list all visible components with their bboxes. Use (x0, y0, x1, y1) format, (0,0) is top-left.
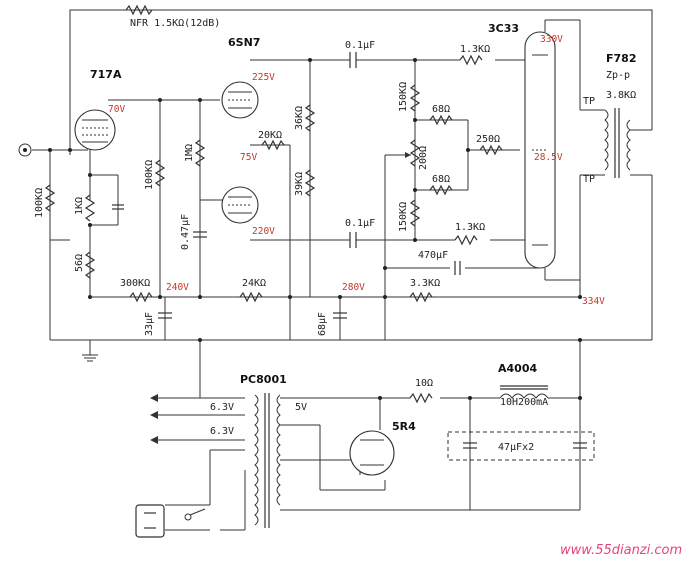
capacitor-symbols (112, 52, 595, 461)
output-transformer (580, 108, 631, 178)
label-c68: 68μF (317, 312, 328, 336)
label-opt-impedance: 3.8KΩ (606, 90, 636, 101)
label-r200: 200Ω (418, 146, 429, 170)
tube-6sn7-top (221, 81, 259, 119)
label-6sn7: 6SN7 (228, 36, 260, 49)
label-c047: 0.47μF (180, 214, 191, 250)
label-r56: 56Ω (74, 254, 85, 272)
power-transformer (254, 393, 281, 528)
label-zpp: Zp-p (606, 70, 630, 81)
resistor-symbols (44, 4, 503, 404)
choke (499, 385, 549, 399)
input-jack (18, 143, 32, 157)
label-r68-top: 68Ω (432, 104, 450, 115)
mains-plug-icon (135, 504, 206, 538)
label-pc8001: PC8001 (240, 373, 287, 386)
label-r24k: 24KΩ (242, 278, 266, 289)
label-r100k-load: 100KΩ (144, 160, 155, 190)
tube-3c33 (524, 31, 556, 269)
label-c-filter: 47μFx2 (498, 442, 534, 453)
label-a4004: A4004 (498, 362, 537, 375)
label-f782: F782 (606, 52, 636, 65)
label-c470: 470μF (418, 250, 448, 261)
voltage-220v: 220V (252, 226, 275, 237)
label-r-in: 100KΩ (34, 188, 45, 218)
label-r1k: 1KΩ (74, 197, 85, 215)
tube-5r4 (349, 430, 395, 476)
voltage-280v: 280V (342, 282, 365, 293)
nfb-resistor (125, 4, 153, 16)
r-in-resistor (44, 184, 56, 212)
label-c01-top: 0.1μF (345, 40, 375, 51)
label-r36k: 36KΩ (294, 106, 305, 130)
voltage-70v: 70V (108, 104, 125, 115)
label-3c33: 3C33 (488, 22, 519, 35)
wiring (32, 9, 653, 531)
label-r20k: 20KΩ (258, 130, 282, 141)
label-r300k: 300KΩ (120, 278, 150, 289)
label-heater1: 6.3V (210, 402, 234, 413)
voltage-28-5v: 28.5V (534, 152, 563, 163)
tube-6sn7-bottom (221, 186, 259, 224)
voltage-labels: 70V 225V 75V 220V 240V 280V 330V 28.5V 3… (108, 34, 605, 307)
heater-arrows (150, 394, 158, 444)
label-r68-bot: 68Ω (432, 174, 450, 185)
label-heater2: 6.3V (210, 426, 234, 437)
label-nfb: NFR 1.5KΩ(12dB) (130, 18, 220, 29)
component-labels: NFR 1.5KΩ(12dB) 717A 6SN7 3C33 F782 Zp-p… (34, 18, 636, 453)
label-r10: 10Ω (415, 378, 433, 389)
voltage-240v: 240V (166, 282, 189, 293)
voltage-75v: 75V (240, 152, 257, 163)
voltage-334v: 334V (582, 296, 605, 307)
label-rect-heater: 5V (295, 402, 307, 413)
label-r33k: 3.3KΩ (410, 278, 440, 289)
voltage-225v: 225V (252, 72, 275, 83)
label-tp2: TP (583, 174, 595, 185)
label-r250: 250Ω (476, 134, 500, 145)
label-tp1: TP (583, 96, 595, 107)
label-r150k-bot: 150KΩ (398, 202, 409, 232)
label-r13k-bot: 1.3KΩ (455, 222, 485, 233)
junction-dots (48, 58, 582, 400)
voltage-330v: 330V (540, 34, 563, 45)
label-c01-bot: 0.1μF (345, 218, 375, 229)
label-r1m: 1MΩ (184, 144, 195, 162)
label-c33: 33μF (144, 312, 155, 336)
watermark: www.55dianzi.com (560, 543, 682, 558)
tube-717a (74, 109, 116, 151)
label-r39k: 39KΩ (294, 172, 305, 196)
label-choke-spec: 10H200mA (500, 397, 548, 408)
label-5r4: 5R4 (392, 420, 416, 433)
label-717a: 717A (90, 68, 122, 81)
label-r13k-top: 1.3KΩ (460, 44, 490, 55)
label-r150k-top: 150KΩ (398, 82, 409, 112)
